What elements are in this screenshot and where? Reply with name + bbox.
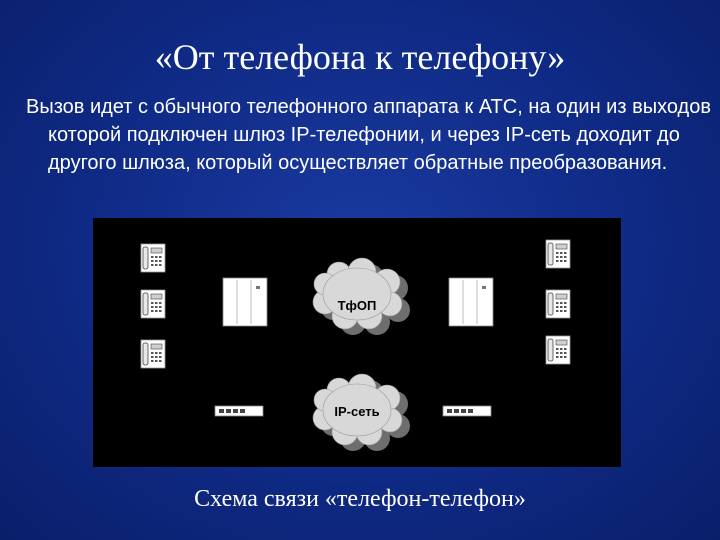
exchange-right-icon <box>448 277 494 327</box>
gateway-left-icon <box>214 405 264 417</box>
network-diagram: ТфОП IP-сеть <box>93 218 621 467</box>
description-text: Вызов идет с обычного телефонного аппара… <box>26 96 711 174</box>
phone-icon <box>140 243 166 273</box>
diagram-caption: Схема связи «телефон-телефон» <box>194 486 526 512</box>
phone-icon <box>140 339 166 369</box>
ip-cloud-label: IP-сеть <box>334 404 379 419</box>
phone-icon <box>545 239 571 269</box>
slide-title: «От телефона к телефону» <box>154 37 566 77</box>
pstn-cloud <box>312 257 410 335</box>
pstn-cloud-label: ТфОП <box>338 298 377 313</box>
exchange-left-icon <box>222 277 268 327</box>
phone-icon <box>140 289 166 319</box>
phone-icon <box>545 335 571 365</box>
phone-icon <box>545 289 571 319</box>
gateway-right-icon <box>442 405 492 417</box>
